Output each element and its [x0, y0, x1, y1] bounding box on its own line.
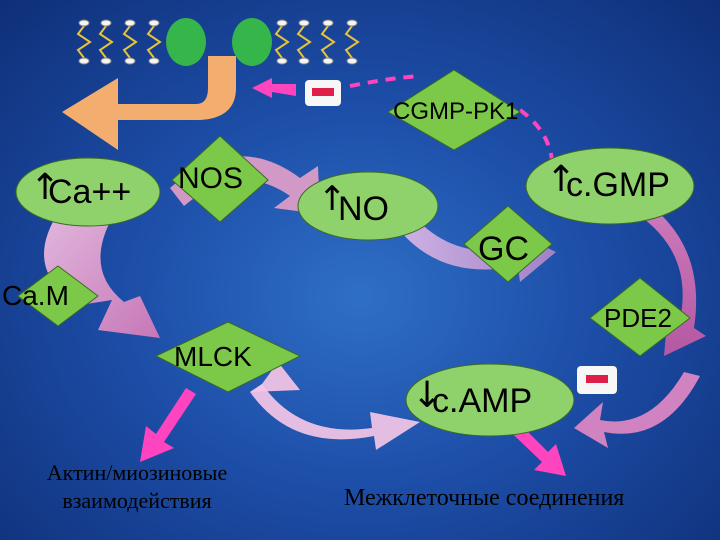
- ca-entry-arrow: [62, 56, 236, 150]
- feedback-dashes: [349, 74, 554, 161]
- gc-label: GC: [478, 230, 529, 268]
- junctions-caption: Межклеточные соединения: [344, 485, 625, 511]
- cgmp-pk1-label: CGMP-PK1: [393, 98, 519, 125]
- inhibit-marks: [305, 80, 617, 394]
- nos-label: NOS: [178, 162, 244, 195]
- cam-diamond: [17, 265, 99, 327]
- actin-caption-line2: взаимодействия: [62, 488, 212, 513]
- inhibit-mark-right: [586, 375, 608, 383]
- mlck-label: MLCK: [174, 341, 252, 372]
- camp-label: c.AMP: [432, 382, 533, 420]
- ca-up-indicator: ↑: [30, 167, 61, 208]
- camp-ellipse: [405, 363, 575, 437]
- cam-label: Ca.M: [2, 280, 69, 311]
- pde2-diamond: [589, 277, 691, 357]
- ca-label: Ca++: [48, 173, 132, 211]
- pde2-label: PDE2: [604, 303, 672, 333]
- mlck-diamond: [154, 321, 302, 393]
- bottom-cycle: [250, 362, 420, 450]
- channel-left-subunit: [166, 18, 206, 66]
- cgmp-up-indicator: ↑: [546, 159, 577, 200]
- gc-diamond: [463, 205, 553, 283]
- ca-ellipse: [15, 157, 161, 227]
- inhibit-mark-top: [312, 88, 334, 96]
- membrane-lipids: [76, 25, 360, 59]
- nos-diamond: [171, 135, 269, 223]
- cgmp-label: c.GMP: [566, 166, 670, 204]
- no-up-indicator: ↑: [318, 179, 347, 219]
- cgmp-ellipse: [525, 147, 695, 225]
- channel-right-subunit: [232, 18, 272, 66]
- no-label: NO: [338, 190, 389, 228]
- membrane-channel: [76, 18, 360, 66]
- camp-down-indicator: ↓: [412, 375, 443, 416]
- no-ellipse: [297, 171, 439, 241]
- cgmp-pk1-diamond: [387, 69, 521, 151]
- actin-caption-line1: Актин/миозиновые: [46, 460, 228, 485]
